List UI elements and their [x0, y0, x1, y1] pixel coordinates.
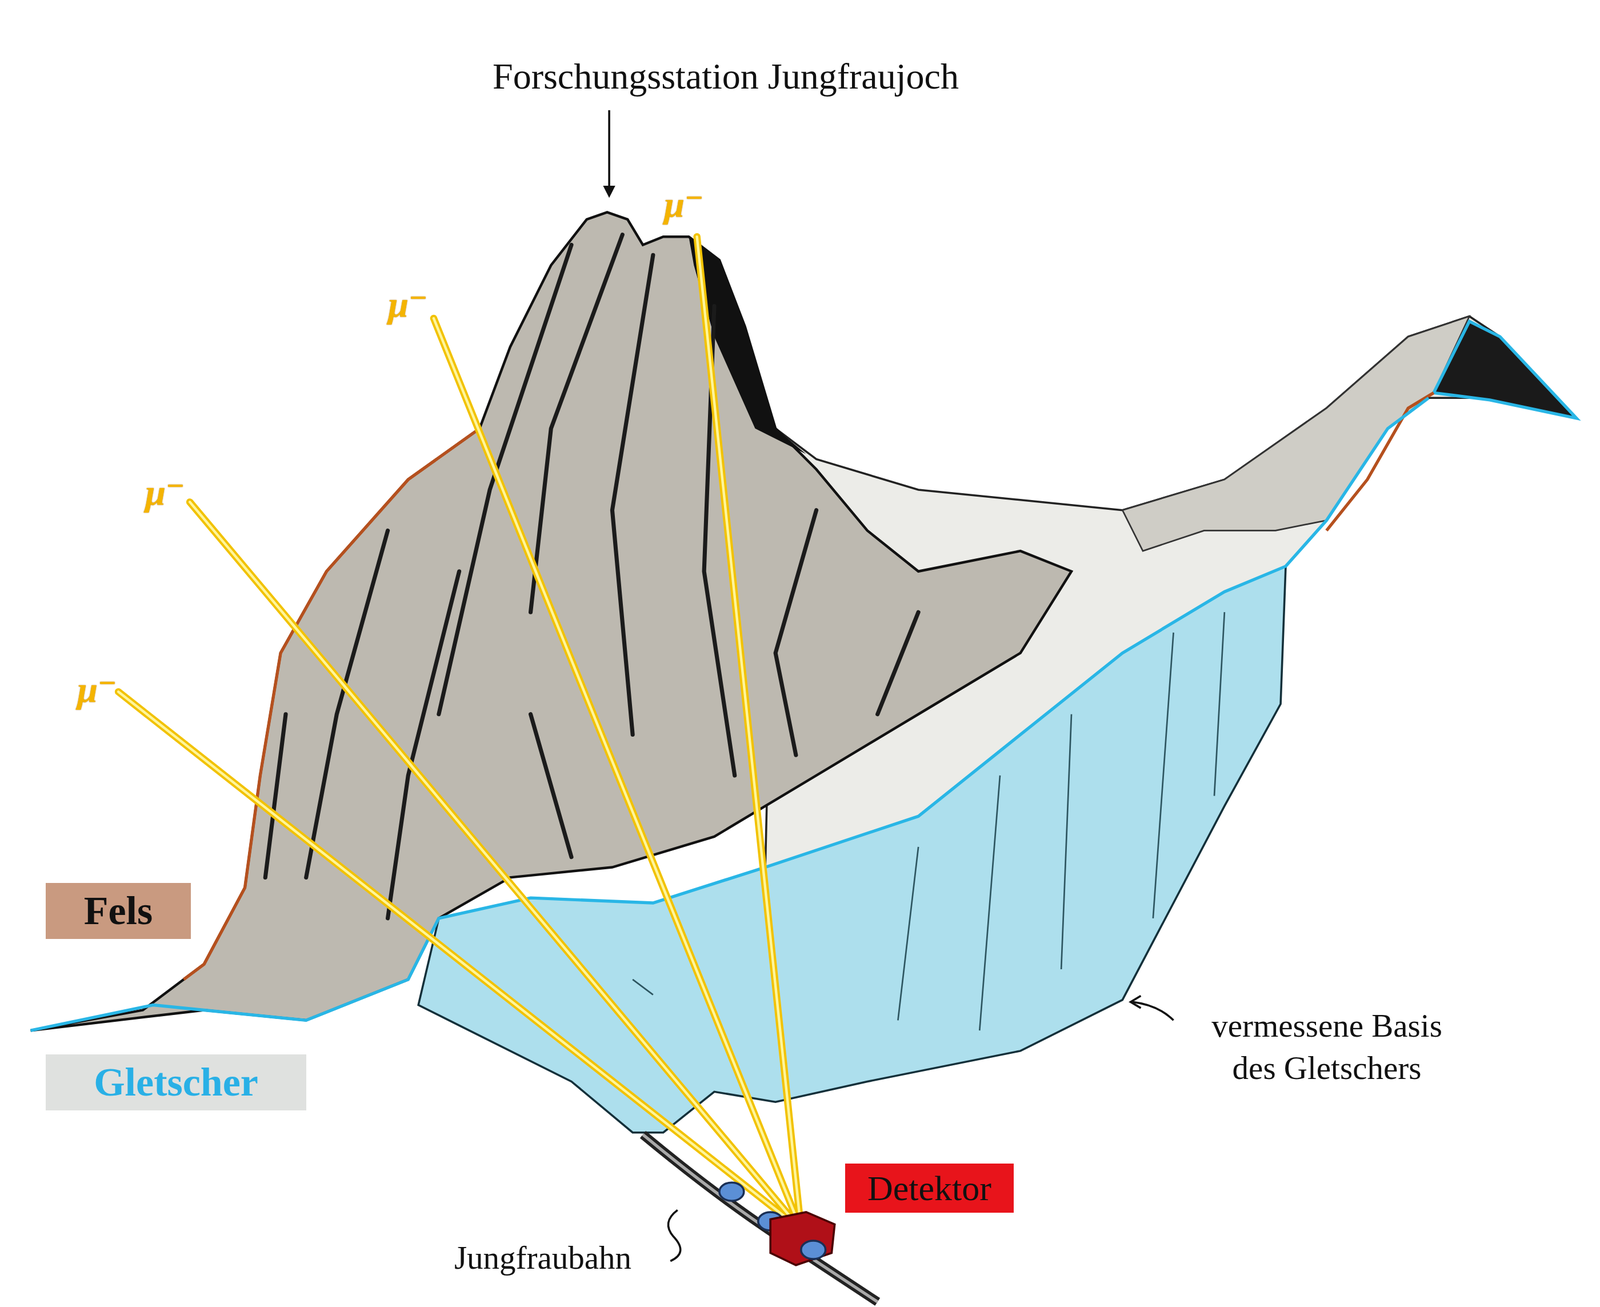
muon-label: μ⁻	[388, 282, 428, 326]
ridge-cave	[1433, 321, 1577, 419]
rock-mountain	[30, 212, 1072, 1031]
station-label: Forschungsstation Jungfraujoch	[492, 55, 959, 98]
detector-label-box: Detektor	[845, 1163, 1014, 1213]
detector-box	[770, 1212, 835, 1266]
railway-label: Jungfraubahn	[454, 1238, 632, 1276]
legend-swatch: Fels	[45, 882, 191, 939]
base-leader	[1132, 1001, 1174, 1020]
train-car	[801, 1240, 826, 1259]
legend-text: Fels	[84, 888, 154, 934]
legend-text: Gletscher	[93, 1059, 259, 1106]
ridge-rock	[1122, 316, 1470, 551]
rail-leader	[668, 1209, 680, 1261]
railway-track	[642, 1134, 878, 1302]
base-leader-head	[1130, 995, 1142, 1008]
railway-track-inner	[642, 1134, 878, 1302]
station-arrowhead	[602, 185, 615, 198]
rock-edge	[183, 428, 480, 980]
legend-swatch: Gletscher	[45, 1054, 307, 1111]
ridge-edge	[1326, 392, 1434, 531]
muon-label: μ⁻	[664, 182, 704, 226]
muon-label: μ⁻	[77, 667, 117, 711]
muon-label: μ⁻	[145, 470, 185, 514]
station-arrow	[608, 110, 611, 190]
rock-streaks	[265, 234, 919, 919]
glacier-base-label: vermessene Basis des Gletschers	[1189, 1004, 1464, 1090]
glacier-surface-line	[30, 397, 1429, 1031]
node-text: Detektor	[867, 1168, 992, 1209]
